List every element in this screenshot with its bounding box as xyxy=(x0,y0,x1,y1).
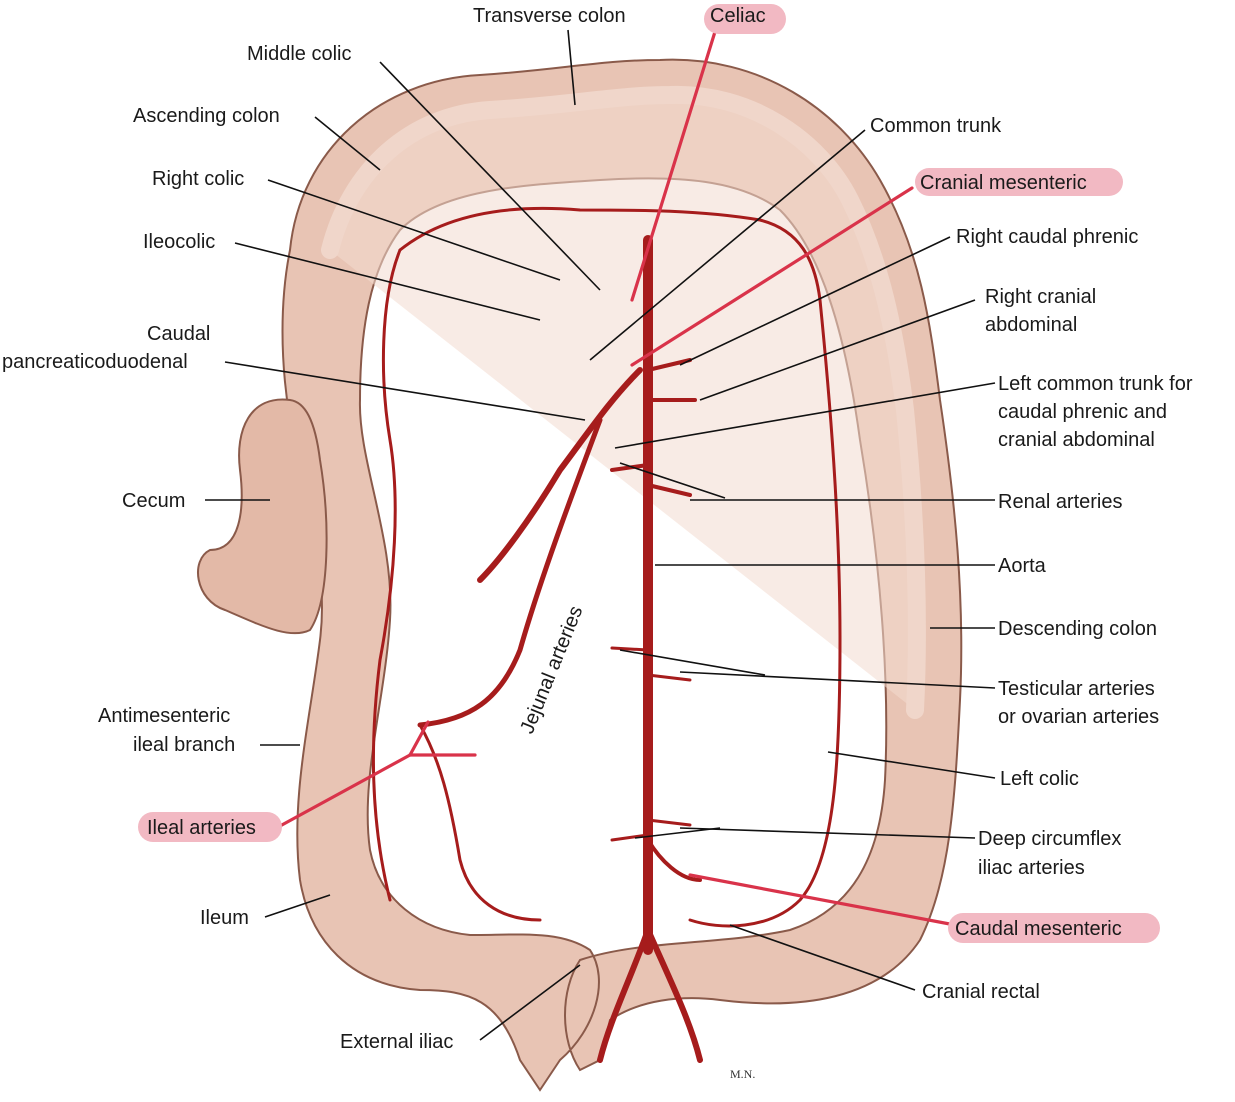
label-deep-circumflex-line1: Deep circumflex xyxy=(978,828,1121,850)
colon-highlight xyxy=(321,85,926,719)
label-ileum: Ileum xyxy=(200,907,249,929)
label-left-colic: Left colic xyxy=(1000,768,1079,790)
label-left-common-trunk-line1: Left common trunk for xyxy=(998,373,1193,395)
label-caudal-mesenteric: Caudal mesenteric xyxy=(955,918,1122,940)
ileal-arcade xyxy=(418,723,542,922)
label-right-cranial-abdominal-line2: abdominal xyxy=(985,314,1077,336)
circumflex-branches xyxy=(610,818,692,842)
label-deep-circumflex-line2: iliac arteries xyxy=(978,857,1085,879)
aorta-bifurcation xyxy=(597,927,703,1063)
highlight-pills xyxy=(138,4,1160,943)
intestine-illustration xyxy=(197,58,963,1092)
cranial-mesenteric-vessel xyxy=(477,367,643,583)
labels: Transverse colon Celiac Middle colic Asc… xyxy=(2,5,1193,1081)
celiac-pill xyxy=(704,4,786,34)
label-antimesenteric-line2: ileal branch xyxy=(133,734,235,756)
label-external-iliac: External iliac xyxy=(340,1031,453,1053)
label-transverse-colon: Transverse colon xyxy=(473,5,626,27)
label-caudal-pd-line2: pancreaticoduodenal xyxy=(2,351,188,373)
label-left-common-trunk-line2: caudal phrenic and xyxy=(998,401,1167,423)
artist-signature: M.N. xyxy=(730,1067,755,1081)
label-caudal-pd-line1: Caudal xyxy=(147,323,210,345)
label-testicular-line1: Testicular arteries xyxy=(998,678,1155,700)
label-aorta: Aorta xyxy=(998,555,1047,577)
label-celiac: Celiac xyxy=(710,5,766,27)
arcade-upper xyxy=(398,206,822,302)
label-ileocolic: Ileocolic xyxy=(143,231,215,253)
arteries xyxy=(371,206,842,1063)
cranial-mesenteric-pill xyxy=(915,168,1123,196)
label-antimesenteric-line1: Antimesenteric xyxy=(98,705,230,727)
label-left-common-trunk-line3: cranial abdominal xyxy=(998,429,1155,451)
label-renal-arteries: Renal arteries xyxy=(998,491,1123,513)
caudal-mesenteric-vessel xyxy=(646,838,702,882)
arcade-right xyxy=(688,298,842,928)
label-middle-colic: Middle colic xyxy=(247,43,351,65)
cecum-shape xyxy=(197,398,328,635)
ileal-arteries-pill xyxy=(138,812,282,842)
label-cranial-mesenteric: Cranial mesenteric xyxy=(920,172,1087,194)
jejunal-trunk xyxy=(417,417,603,728)
label-testicular-line2: or ovarian arteries xyxy=(998,706,1159,728)
label-common-trunk: Common trunk xyxy=(870,115,1002,137)
caudal-mesenteric-pill xyxy=(948,913,1160,943)
label-ascending-colon: Ascending colon xyxy=(133,105,280,127)
label-cranial-rectal: Cranial rectal xyxy=(922,981,1040,1003)
label-right-caudal-phrenic: Right caudal phrenic xyxy=(956,226,1138,248)
label-cecum: Cecum xyxy=(122,490,185,512)
phrenic-branches xyxy=(646,358,697,402)
renal-branches xyxy=(610,463,692,497)
label-descending-colon: Descending colon xyxy=(998,618,1157,640)
label-ileal-arteries: Ileal arteries xyxy=(147,817,256,839)
leader-lines xyxy=(205,29,996,1041)
label-right-cranial-abdominal-line1: Right cranial xyxy=(985,286,1096,308)
testicular-branches xyxy=(610,646,692,682)
label-right-colic: Right colic xyxy=(152,168,244,190)
arcade-left xyxy=(371,248,402,902)
highlight-leaders xyxy=(278,20,957,927)
